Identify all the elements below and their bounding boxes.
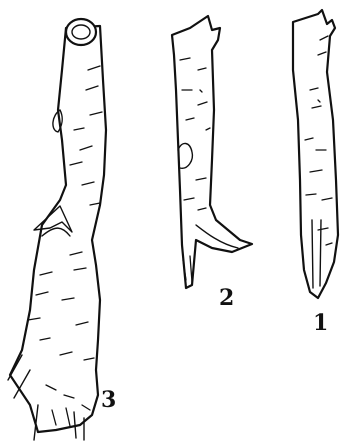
- scion-tongue-cut-figure: 2: [172, 16, 252, 311]
- figure-label-2: 2: [219, 285, 234, 311]
- scion-wedge-cut-figure: 1: [293, 10, 338, 336]
- figure-label-1: 1: [313, 310, 328, 336]
- grafted-stock-figure: 3: [8, 19, 116, 440]
- figure-label-3: 3: [101, 387, 116, 413]
